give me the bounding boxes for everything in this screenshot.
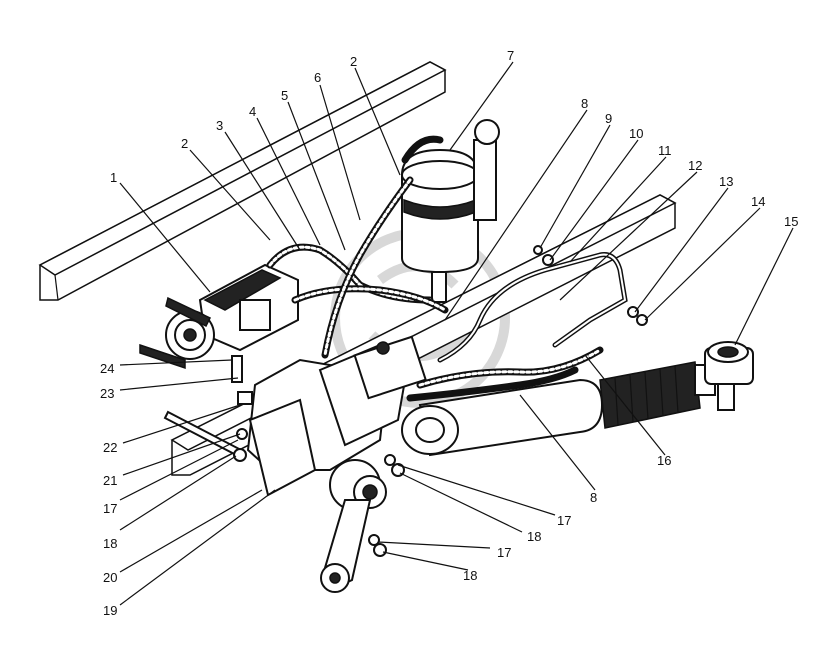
callout-2a: 2 xyxy=(181,136,188,151)
power-cylinder xyxy=(401,361,716,457)
power-steering-pump xyxy=(139,263,299,370)
callout-16: 16 xyxy=(657,453,671,468)
callout-24: 24 xyxy=(100,361,114,376)
callout-17a: 17 xyxy=(557,513,571,528)
callout-8b: 8 xyxy=(590,490,597,505)
callout-7: 7 xyxy=(507,48,514,63)
callout-18b: 18 xyxy=(463,568,477,583)
callout-2b: 2 xyxy=(350,54,357,69)
callout-14: 14 xyxy=(751,194,765,209)
oil-reservoir xyxy=(401,119,500,303)
callout-9: 9 xyxy=(605,111,612,126)
callout-15: 15 xyxy=(784,214,798,229)
callout-6: 6 xyxy=(314,70,321,85)
callout-23: 23 xyxy=(100,386,114,401)
callout-19: 19 xyxy=(103,603,117,618)
callout-8a: 8 xyxy=(581,96,588,111)
steering-gear-housing xyxy=(246,335,427,511)
pitman-arm xyxy=(320,499,372,593)
callout-17b: 17 xyxy=(497,545,511,560)
callout-18a: 18 xyxy=(527,529,541,544)
callout-20: 20 xyxy=(103,570,117,585)
callout-17c: 17 xyxy=(103,501,117,516)
callout-5: 5 xyxy=(281,88,288,103)
callout-labels: 1 2 2 3 4 5 6 7 8 8 9 10 11 12 13 14 15 … xyxy=(100,48,798,618)
callout-21: 21 xyxy=(103,473,117,488)
callout-13: 13 xyxy=(719,174,733,189)
callout-3: 3 xyxy=(216,118,223,133)
callout-1: 1 xyxy=(110,170,117,185)
pressure-pipe xyxy=(437,252,628,363)
callout-22: 22 xyxy=(103,440,117,455)
leader-lines xyxy=(119,61,794,606)
callout-18c: 18 xyxy=(103,536,117,551)
hoses xyxy=(266,135,604,402)
callout-4: 4 xyxy=(249,104,256,119)
frame-beam-upper xyxy=(38,61,447,301)
callout-10: 10 xyxy=(629,126,643,141)
callout-12: 12 xyxy=(688,158,702,173)
tie-rod-end xyxy=(704,341,754,411)
callout-11: 11 xyxy=(658,143,672,158)
